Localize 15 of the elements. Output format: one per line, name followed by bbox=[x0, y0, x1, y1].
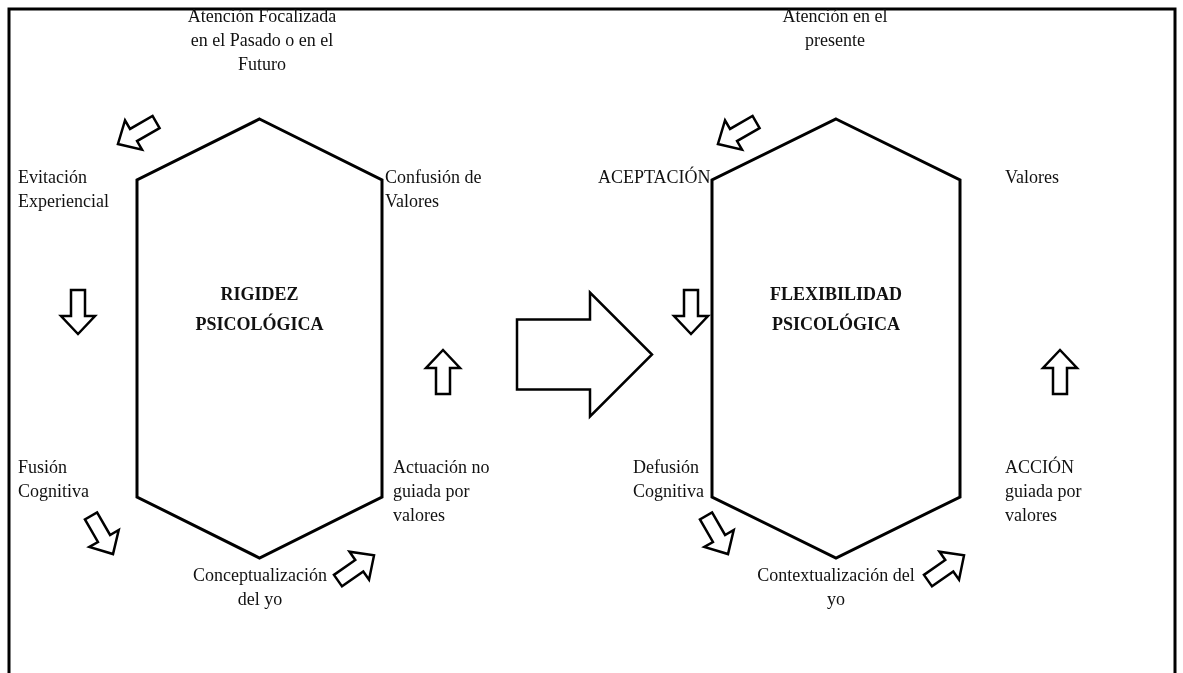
vertex-label: Valores bbox=[1005, 166, 1060, 189]
hexagon-title: FLEXIBILIDAD PSICOLÓGICA bbox=[769, 282, 903, 336]
vertex-label: Atención en el presente bbox=[781, 5, 889, 52]
block-arrow bbox=[515, 289, 654, 420]
vertex-label: Actuación no guiada por valores bbox=[393, 456, 491, 527]
vertex-label: Fusión Cognitiva bbox=[18, 456, 90, 503]
vertex-label: ACEPTACIÓN bbox=[598, 165, 712, 189]
vertex-label: Conceptualización del yo bbox=[192, 564, 328, 611]
vertex-label: Confusión de Valores bbox=[385, 166, 483, 213]
vertex-label: Contextualización del yo bbox=[756, 564, 916, 611]
vertex-label: Evitación Experiencial bbox=[18, 166, 110, 213]
vertex-label: ACCIÓN guiada por valores bbox=[1005, 455, 1083, 527]
vertex-label: Defusión Cognitiva bbox=[633, 456, 705, 503]
vertex-label: Atención Focalizada en el Pasado o en el Futuro bbox=[186, 5, 338, 76]
hexagon-title: RIGIDEZ PSICOLÓGICA bbox=[194, 282, 325, 336]
